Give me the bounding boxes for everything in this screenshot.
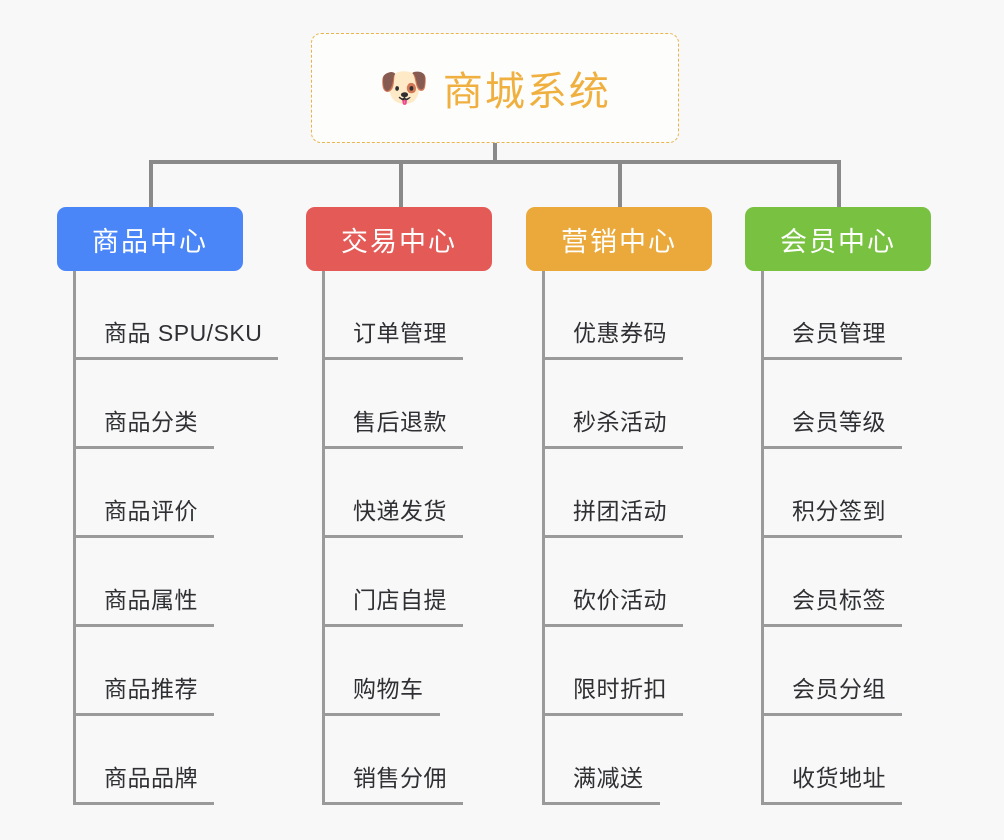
leaf-item[interactable]: 会员等级	[764, 360, 931, 449]
leaf-label: 砍价活动	[545, 581, 683, 627]
leaf-list-trade-center: 订单管理售后退款快递发货门店自提购物车销售分佣	[322, 271, 492, 805]
leaf-label: 快递发货	[325, 492, 463, 538]
leaf-item[interactable]: 订单管理	[325, 271, 492, 360]
leaf-label: 商品推荐	[76, 670, 214, 716]
connector-drop-trade-center	[399, 160, 403, 208]
category-header-trade-center[interactable]: 交易中心	[306, 207, 492, 271]
category-header-marketing-center[interactable]: 营销中心	[526, 207, 712, 271]
leaf-item[interactable]: 商品属性	[76, 538, 243, 627]
leaf-item[interactable]: 商品品牌	[76, 716, 243, 805]
branch-column-trade-center: 交易中心订单管理售后退款快递发货门店自提购物车销售分佣	[306, 207, 492, 805]
leaf-item[interactable]: 收货地址	[764, 716, 931, 805]
leaf-label: 商品评价	[76, 492, 214, 538]
branch-column-marketing-center: 营销中心优惠券码秒杀活动拼团活动砍价活动限时折扣满减送	[526, 207, 712, 805]
leaf-label: 商品 SPU/SKU	[76, 314, 279, 360]
leaf-label: 商品分类	[76, 403, 214, 449]
leaf-label: 优惠券码	[545, 314, 683, 360]
leaf-item[interactable]: 拼团活动	[545, 449, 712, 538]
leaf-item[interactable]: 门店自提	[325, 538, 492, 627]
leaf-label: 收货地址	[764, 759, 902, 805]
leaf-item[interactable]: 商品分类	[76, 360, 243, 449]
leaf-item[interactable]: 秒杀活动	[545, 360, 712, 449]
leaf-item[interactable]: 优惠券码	[545, 271, 712, 360]
leaf-label: 购物车	[325, 670, 440, 716]
leaf-label: 会员标签	[764, 581, 902, 627]
connector-drop-product-center	[149, 160, 153, 208]
leaf-label: 售后退款	[325, 403, 463, 449]
category-header-product-center[interactable]: 商品中心	[57, 207, 243, 271]
leaf-item[interactable]: 会员管理	[764, 271, 931, 360]
leaf-item[interactable]: 商品评价	[76, 449, 243, 538]
leaf-item[interactable]: 购物车	[325, 627, 492, 716]
branch-column-member-center: 会员中心会员管理会员等级积分签到会员标签会员分组收货地址	[745, 207, 931, 805]
leaf-item[interactable]: 限时折扣	[545, 627, 712, 716]
leaf-label: 商品品牌	[76, 759, 214, 805]
leaf-item[interactable]: 快递发货	[325, 449, 492, 538]
leaf-item[interactable]: 商品 SPU/SKU	[76, 271, 279, 360]
leaf-label: 销售分佣	[325, 759, 463, 805]
connector-drop-marketing-center	[618, 160, 622, 208]
leaf-item[interactable]: 满减送	[545, 716, 712, 805]
leaf-list-marketing-center: 优惠券码秒杀活动拼团活动砍价活动限时折扣满减送	[542, 271, 712, 805]
leaf-item[interactable]: 砍价活动	[545, 538, 712, 627]
connector-drop-member-center	[837, 160, 841, 208]
leaf-label: 满减送	[545, 759, 660, 805]
root-node[interactable]: 🐶 商城系统	[311, 33, 679, 143]
leaf-label: 会员分组	[764, 670, 902, 716]
category-header-member-center[interactable]: 会员中心	[745, 207, 931, 271]
leaf-label: 商品属性	[76, 581, 214, 627]
leaf-item[interactable]: 售后退款	[325, 360, 492, 449]
leaf-label: 拼团活动	[545, 492, 683, 538]
leaf-label: 秒杀活动	[545, 403, 683, 449]
leaf-item[interactable]: 销售分佣	[325, 716, 492, 805]
leaf-label: 门店自提	[325, 581, 463, 627]
leaf-label: 订单管理	[325, 314, 463, 360]
leaf-list-product-center: 商品 SPU/SKU 商品分类商品评价商品属性商品推荐商品品牌	[73, 271, 279, 805]
root-title: 商城系统	[442, 70, 611, 114]
leaf-item[interactable]: 会员标签	[764, 538, 931, 627]
leaf-item[interactable]: 积分签到	[764, 449, 931, 538]
leaf-list-member-center: 会员管理会员等级积分签到会员标签会员分组收货地址	[761, 271, 931, 805]
shiba-dog-face-icon: 🐶	[379, 66, 429, 110]
connector-root-vertical	[493, 143, 497, 163]
leaf-item[interactable]: 商品推荐	[76, 627, 243, 716]
leaf-label: 积分签到	[764, 492, 902, 538]
leaf-label: 限时折扣	[545, 670, 683, 716]
leaf-label: 会员管理	[764, 314, 902, 360]
leaf-item[interactable]: 会员分组	[764, 627, 931, 716]
branch-column-product-center: 商品中心商品 SPU/SKU 商品分类商品评价商品属性商品推荐商品品牌	[57, 207, 279, 805]
leaf-label: 会员等级	[764, 403, 902, 449]
connector-horizontal-bus	[149, 160, 841, 164]
